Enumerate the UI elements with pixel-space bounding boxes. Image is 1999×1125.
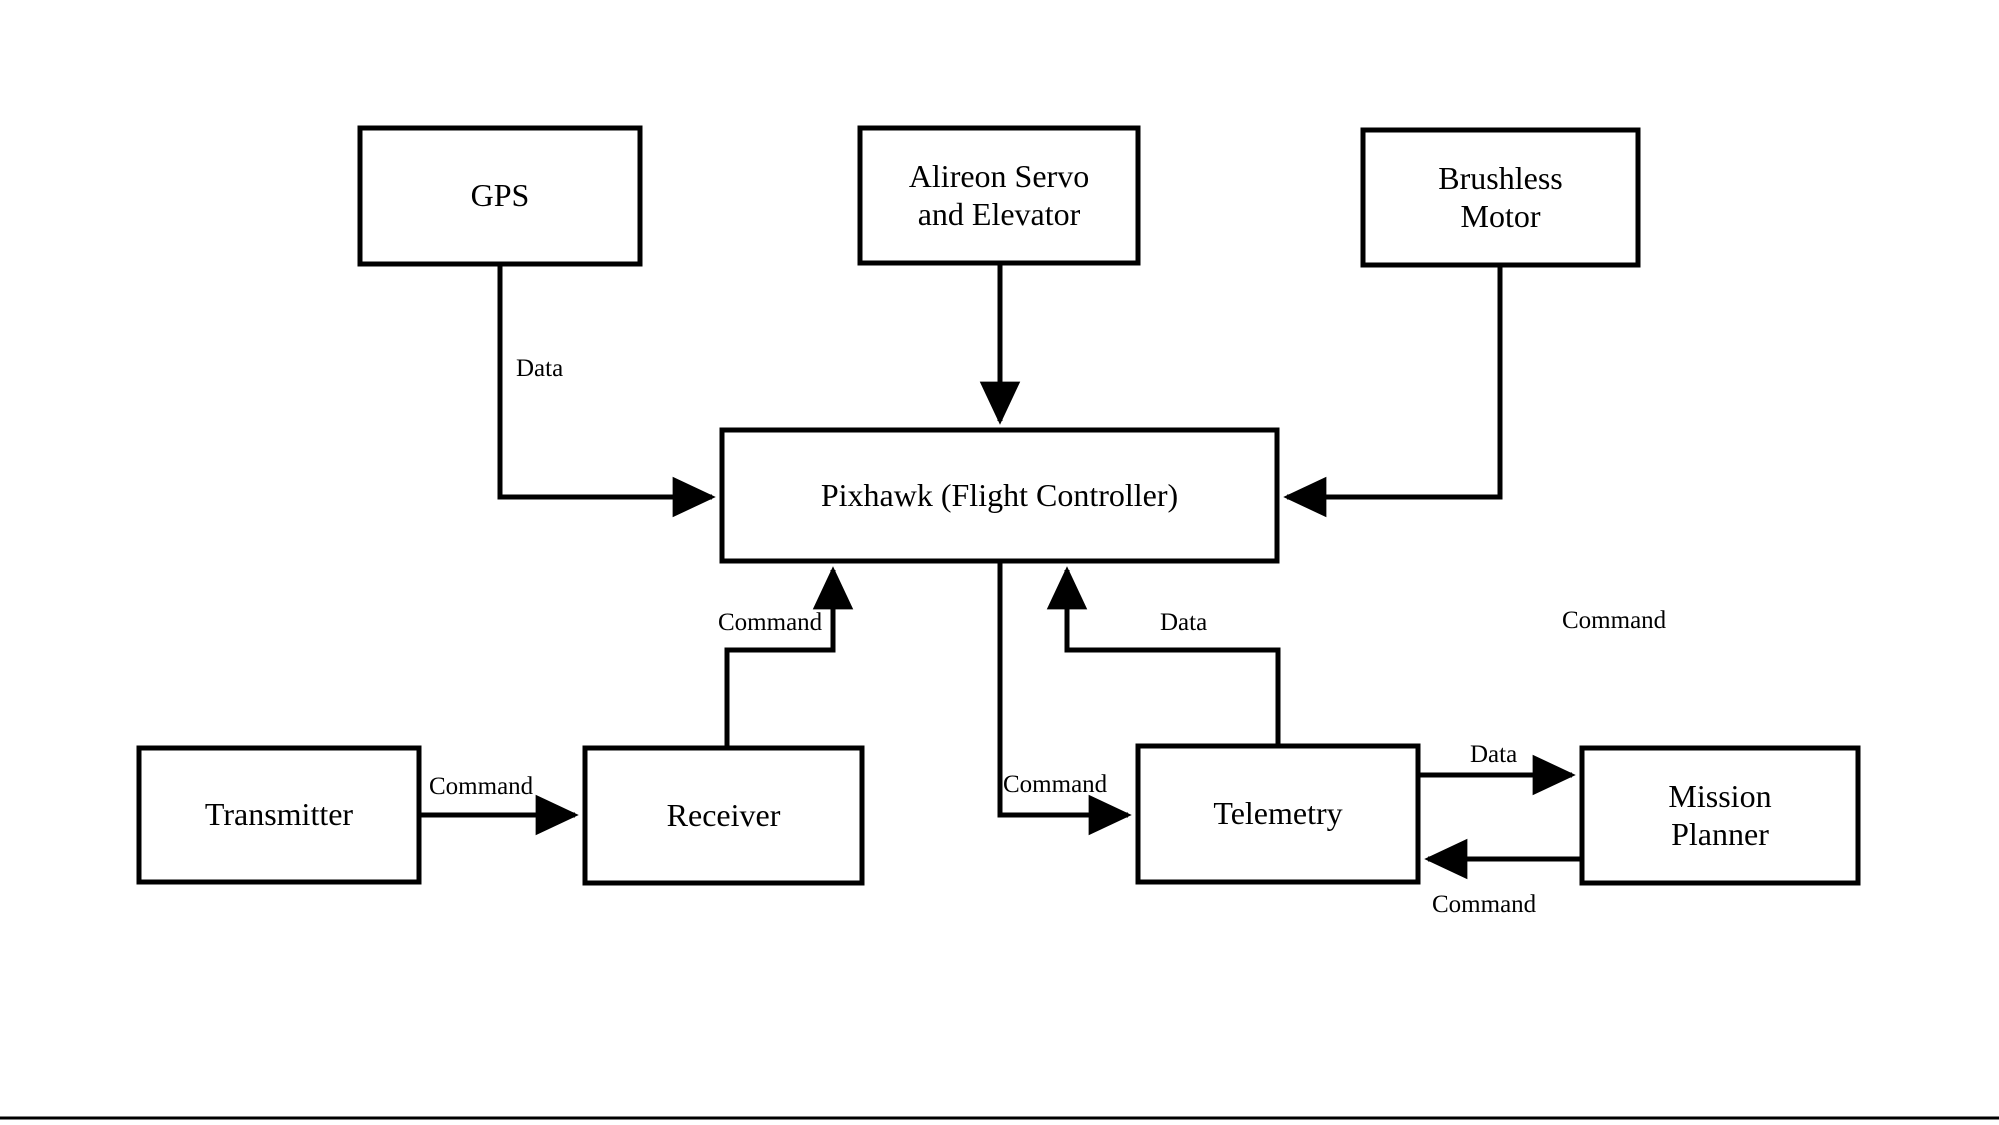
edge-label-pixhawk-to-telemetry: Command xyxy=(1003,771,1108,798)
connector-receiver-to-pixhawk xyxy=(724,566,854,748)
edge-label-gps-to-pixhawk: Data xyxy=(516,355,564,382)
node-box-gps[interactable] xyxy=(357,125,643,267)
edge-label-transmitter-to-receiver: Command xyxy=(429,773,534,800)
connector-gps-to-pixhawk xyxy=(497,264,716,518)
connector-pixhawk-to-telemetry xyxy=(997,561,1132,836)
node-box-telemetry[interactable] xyxy=(1135,743,1421,885)
connector-brushless-to-pixhawk xyxy=(1283,265,1503,518)
connector-telemetry-to-pixhawk xyxy=(1046,566,1281,746)
edge-label-telemetry-to-pixhawk: Data xyxy=(1160,609,1208,636)
node-box-mission-planner[interactable] xyxy=(1579,745,1861,886)
node-box-pixhawk-flight-controller[interactable] xyxy=(719,427,1280,564)
edge-label-mission-planner-to-telemetry: Command xyxy=(1432,891,1537,918)
node-box-brushless-motor[interactable] xyxy=(1360,127,1641,268)
edge-label-telemetry-to-mission-planner: Data xyxy=(1470,741,1518,768)
floating-label-command: Command xyxy=(1562,607,1667,634)
edge-label-receiver-to-pixhawk: Command xyxy=(718,609,823,636)
node-box-transmitter[interactable] xyxy=(136,745,422,885)
node-box-receiver[interactable] xyxy=(582,745,865,886)
node-box-aileron-servo-and-elevator[interactable] xyxy=(857,125,1141,266)
